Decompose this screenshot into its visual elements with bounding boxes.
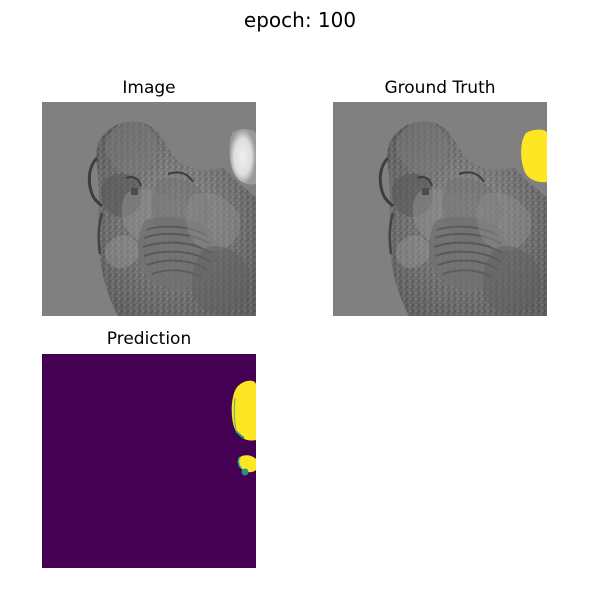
ground-truth-panel-title: Ground Truth	[384, 78, 496, 98]
ground-truth-brain-tissue	[378, 120, 547, 316]
ground-truth-panel	[333, 102, 547, 316]
bright-lesion-region	[229, 128, 256, 185]
mri-brain-tissue	[87, 120, 256, 316]
ground-truth-mask	[521, 129, 547, 183]
mri-image-panel	[42, 102, 256, 316]
predicted-lesion-secondary	[237, 455, 256, 476]
prediction-panel-title: Prediction	[106, 329, 192, 349]
image-panel-title: Image	[122, 78, 176, 98]
prediction-panel	[42, 354, 256, 568]
predicted-lesion-main	[231, 380, 256, 441]
figure-title: epoch: 100	[243, 8, 357, 32]
prediction-background	[42, 354, 256, 568]
